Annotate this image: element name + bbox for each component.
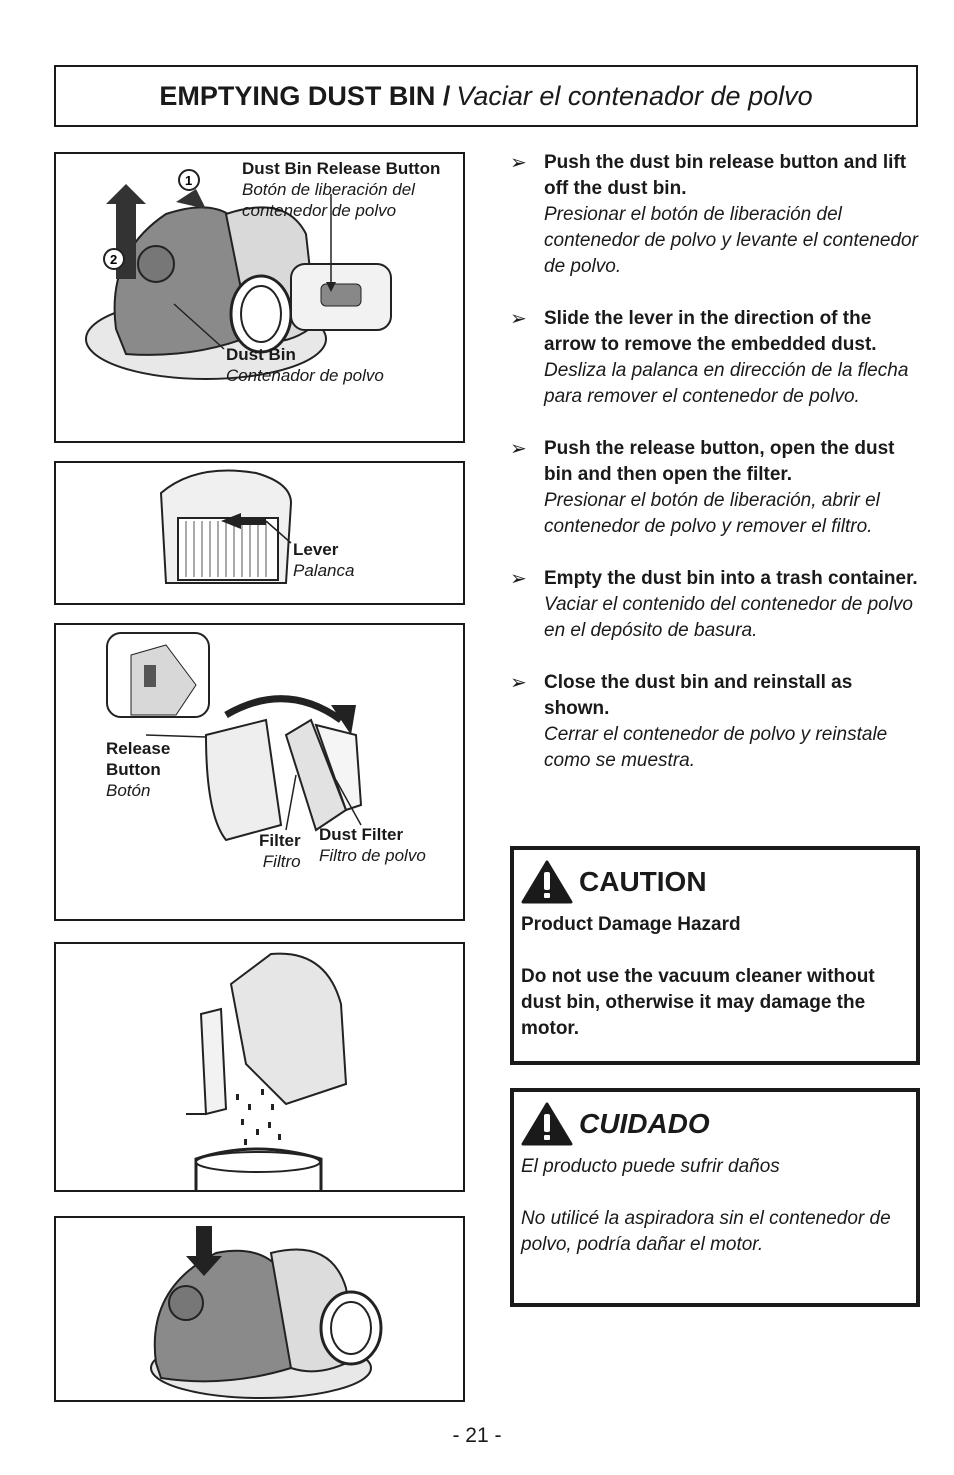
step-2: ➢ Slide the lever in the direction of th… xyxy=(510,308,909,407)
reinstall-illustration xyxy=(150,1226,383,1399)
callout-2: 2 xyxy=(110,252,117,267)
bullet-arrow-icon: ➢ xyxy=(510,568,527,590)
cuidado-title: CUIDADO xyxy=(579,1108,710,1139)
caution-text: Do not use the vacuum cleaner without du… xyxy=(521,966,875,1039)
release-button-label: Dust Bin Release Button Botón de liberac… xyxy=(242,159,441,220)
step-4: ➢ Empty the dust bin into a trash contai… xyxy=(510,568,918,641)
figure-remove-dust-bin: 1 2 Dust Bin Release Button Botón de lib… xyxy=(54,152,465,443)
emptying-illustration xyxy=(186,952,348,1190)
step-5: ➢ Close the dust bin and reinstall as sh… xyxy=(510,672,888,771)
figure-reinstall xyxy=(54,1216,465,1402)
caution-box: CAUTION Product Damage Hazard Do not use… xyxy=(510,846,920,1065)
lever-label: Lever Palanca xyxy=(293,540,355,580)
filter-lever-illustration xyxy=(159,469,293,584)
open-bin-illustration xyxy=(106,632,363,842)
release-button-label-fig3: Release Button Botón xyxy=(106,739,171,800)
warning-triangle-icon xyxy=(521,860,573,904)
bullet-arrow-icon: ➢ xyxy=(510,672,527,694)
figure-empty-bin xyxy=(54,942,465,1192)
page-title: EMPTYING DUST BIN / Vaciar el contenador… xyxy=(54,65,918,127)
dust-filter-label: Dust Filter Filtro de polvo xyxy=(319,825,426,865)
cuidado-box: CUIDADO El producto puede sufrir daños N… xyxy=(510,1088,920,1307)
callout-1: 1 xyxy=(185,173,192,188)
step-3: ➢ Push the release button, open the dust… xyxy=(510,438,895,537)
title-english: EMPTYING DUST BIN / xyxy=(159,80,451,111)
caution-header: CAUTION xyxy=(521,858,906,906)
cuidado-text: No utilicé la aspiradora sin el contened… xyxy=(521,1208,891,1255)
cuidado-header: CUIDADO xyxy=(521,1100,906,1148)
cuidado-subtitle: El producto puede sufrir daños xyxy=(521,1156,780,1177)
bullet-arrow-icon: ➢ xyxy=(510,308,527,330)
page-number: - 21 - xyxy=(452,1424,502,1447)
figure-open-filter: Release Button Botón Filter Filtro Dust … xyxy=(54,623,465,921)
dust-bin-label: Dust Bin Contenador de polvo xyxy=(226,345,384,385)
vacuum-illustration: 1 2 xyxy=(85,169,392,380)
instruction-steps: ➢ Push the dust bin release button and l… xyxy=(508,150,918,800)
step-1: ➢ Push the dust bin release button and l… xyxy=(510,152,918,277)
title-spanish: Vaciar el contenador de polvo xyxy=(456,80,813,111)
warning-triangle-icon xyxy=(521,1102,573,1146)
caution-title: CAUTION xyxy=(579,866,707,897)
figure-lever: Lever Palanca xyxy=(54,461,465,605)
bullet-arrow-icon: ➢ xyxy=(510,438,527,460)
bullet-arrow-icon: ➢ xyxy=(510,152,527,174)
filter-label: Filter Filtro xyxy=(259,831,301,871)
caution-subtitle: Product Damage Hazard xyxy=(521,914,741,935)
